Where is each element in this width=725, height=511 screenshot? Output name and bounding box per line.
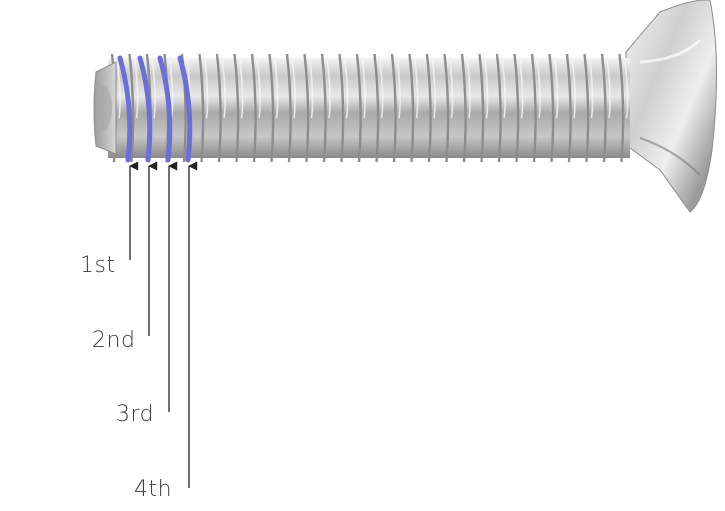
thread-crest (548, 53, 555, 163)
thread-crest-shine (378, 55, 384, 119)
thread-crest-shine (256, 55, 261, 119)
thread-crest-shine (571, 55, 576, 119)
thread-crest-shine (343, 55, 349, 119)
thread-crest (250, 53, 257, 163)
thread-crest-shine (466, 55, 471, 119)
thread-crest-shine (326, 55, 331, 119)
thread-crest-shine (431, 55, 436, 119)
thread-crest (495, 53, 502, 163)
thread-crest-shine (291, 55, 296, 119)
thread-crest-shine (221, 55, 226, 119)
screw-head (625, 0, 718, 213)
highlighted-thread-1 (117, 55, 133, 163)
thread-crest (198, 53, 205, 163)
thread-crest (408, 53, 415, 163)
thread-crest-shine (151, 55, 156, 119)
thread-crest-shine (536, 55, 541, 119)
thread-crest-shine (518, 55, 524, 119)
thread-crest (513, 53, 520, 163)
thread-crest-shine (273, 55, 279, 119)
thread-crest (583, 53, 590, 163)
thread-crest (390, 53, 397, 163)
thread-crest-shine (588, 55, 594, 119)
thread-crest-shine (116, 55, 121, 119)
thread-crest (303, 53, 310, 163)
screw-shank (108, 58, 630, 158)
thread-label-2nd: 2nd (92, 328, 136, 353)
pointer-arrows (129, 161, 198, 488)
highlighted-thread-2 (137, 55, 153, 163)
thread-crest-shine (623, 55, 629, 119)
thread-crest-shine (203, 55, 209, 119)
thread-crest-shine (553, 55, 559, 119)
thread-label-3rd: 3rd (116, 402, 155, 427)
thread-crest-shine (168, 55, 174, 119)
thread-label-4th: 4th (134, 477, 173, 502)
highlighted-thread-3 (157, 55, 173, 163)
thread-crest (128, 53, 135, 163)
thread-crest (425, 53, 432, 163)
thread-crest (338, 53, 345, 163)
thread-crest-shine (413, 55, 419, 119)
thread-crest (443, 53, 450, 163)
thread-crest (618, 53, 625, 163)
highlighted-threads (117, 55, 193, 163)
thread-crest (215, 53, 222, 163)
thread-crest (355, 53, 362, 163)
thread-crest (373, 53, 380, 163)
thread-crest-shine (308, 55, 314, 119)
thread-crest (320, 53, 327, 163)
thread-crest (233, 53, 240, 163)
thread-crest-shine (133, 55, 139, 119)
thread-crest-shine (483, 55, 489, 119)
thread-crest (268, 53, 275, 163)
highlighted-thread-4 (177, 55, 193, 163)
thread-crest-shine (396, 55, 401, 119)
thread-crest-shine (448, 55, 454, 119)
thread-crest (478, 53, 485, 163)
thread-crest-shine (238, 55, 244, 119)
thread-label-1st: 1st (80, 253, 116, 278)
thread-crest (565, 53, 572, 163)
thread-crest-shine (606, 55, 611, 119)
thread-crest-shine (501, 55, 506, 119)
thread-crest (460, 53, 467, 163)
thread-crest-shine (361, 55, 366, 119)
thread-crest (600, 53, 607, 163)
thread-crest (285, 53, 292, 163)
thread-crest (530, 53, 537, 163)
